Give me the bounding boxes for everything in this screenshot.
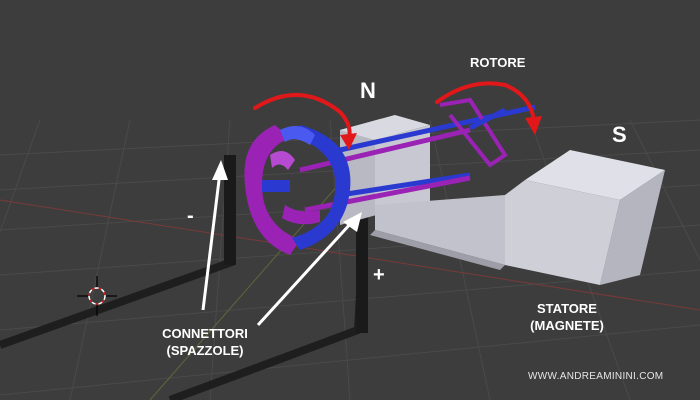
south-pole-label: S xyxy=(612,122,627,147)
3d-cursor-icon xyxy=(77,276,117,316)
stator-label-line2: (MAGNETE) xyxy=(530,318,604,333)
commutator xyxy=(244,125,351,255)
wire-post-plus xyxy=(356,198,368,333)
magnet-base xyxy=(370,195,505,270)
stator-label-line1: STATORE xyxy=(537,301,597,316)
connectors-label: CONNETTORI (SPAZZOLE) xyxy=(155,325,255,359)
site-credit: WWW.ANDREAMININI.COM xyxy=(528,371,664,382)
stator-label: STATORE (MAGNETE) xyxy=(522,300,612,334)
rotation-arrowhead-right xyxy=(525,116,542,135)
rotation-arrowhead-left xyxy=(340,133,357,150)
grid-floor xyxy=(0,119,700,400)
plus-label: + xyxy=(373,264,385,286)
connectors-label-line1: CONNETTORI xyxy=(162,326,248,341)
minus-label: - xyxy=(187,205,194,227)
pointer-arrows xyxy=(201,160,362,327)
red-axis-line xyxy=(0,199,700,311)
connectors-label-line2: (SPAZZOLE) xyxy=(166,343,244,358)
magnet-south xyxy=(505,150,665,285)
north-pole-label: N xyxy=(360,78,376,103)
wire-post-minus xyxy=(224,155,236,265)
rotor-label: ROTORE xyxy=(470,55,526,70)
curved-arrow-icon xyxy=(253,81,536,140)
